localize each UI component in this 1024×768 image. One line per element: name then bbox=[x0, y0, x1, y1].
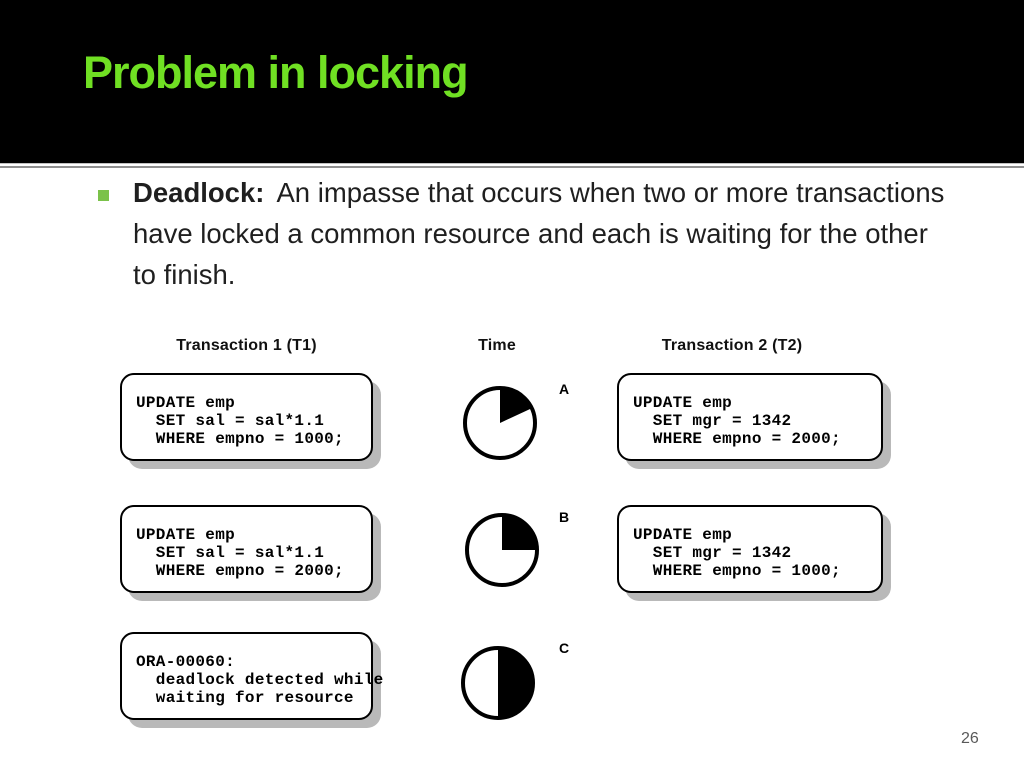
deadlock-term: Deadlock: bbox=[133, 177, 265, 208]
time-point-label-b: B bbox=[559, 509, 570, 525]
bullet-square-icon bbox=[98, 190, 109, 201]
code-line: UPDATE emp bbox=[633, 394, 733, 412]
column-header-transaction2: Transaction 2 (T2) bbox=[661, 337, 803, 354]
title-bar: Problem in locking bbox=[0, 0, 1024, 163]
deadlock-error-box: ORA-00060: deadlock detected while waiti… bbox=[120, 632, 384, 720]
code-line: WHERE empno = 2000; bbox=[136, 562, 344, 580]
page-number: 26 bbox=[961, 730, 979, 747]
code-line: WHERE empno = 1000; bbox=[136, 430, 344, 448]
clock-pie-icon bbox=[465, 513, 539, 587]
page-title: Problem in locking bbox=[83, 47, 469, 98]
code-line: ORA-00060: bbox=[136, 653, 236, 671]
code-line: deadlock detected while bbox=[136, 671, 384, 689]
code-line: WHERE empno = 1000; bbox=[633, 562, 841, 580]
time-point-label-a: A bbox=[559, 381, 570, 397]
separator-line-dark bbox=[0, 166, 1024, 168]
code-line: SET sal = sal*1.1 bbox=[136, 412, 325, 430]
clock-pie-icon bbox=[463, 386, 537, 460]
code-line: SET mgr = 1342 bbox=[633, 544, 792, 562]
deadlock-description: An impasse that occurs when two or more … bbox=[133, 177, 945, 290]
code-line: waiting for resource bbox=[136, 689, 354, 707]
time-clock-a bbox=[462, 385, 538, 461]
code-line: WHERE empno = 2000; bbox=[633, 430, 841, 448]
code-line: UPDATE emp bbox=[136, 394, 236, 412]
deadlock-definition: Deadlock:An impasse that occurs when two… bbox=[133, 172, 945, 295]
code-line: SET sal = sal*1.1 bbox=[136, 544, 325, 562]
code-line: SET mgr = 1342 bbox=[633, 412, 792, 430]
time-clock-c bbox=[460, 645, 536, 721]
column-header-transaction1: Transaction 1 (T1) bbox=[176, 337, 317, 354]
t1-statement-box-a: UPDATE emp SET sal = sal*1.1 WHERE empno… bbox=[120, 373, 373, 461]
clock-pie-icon bbox=[461, 646, 535, 720]
code-line: UPDATE emp bbox=[633, 526, 733, 544]
t2-statement-box-a: UPDATE emp SET mgr = 1342 WHERE empno = … bbox=[617, 373, 883, 461]
time-clock-b bbox=[464, 512, 540, 588]
t2-statement-box-b: UPDATE emp SET mgr = 1342 WHERE empno = … bbox=[617, 505, 883, 593]
code-line: UPDATE emp bbox=[136, 526, 236, 544]
time-point-label-c: C bbox=[559, 640, 570, 656]
column-header-time: Time bbox=[478, 337, 516, 354]
t1-statement-box-b: UPDATE emp SET sal = sal*1.1 WHERE empno… bbox=[120, 505, 373, 593]
separator-line-light bbox=[0, 163, 1024, 164]
